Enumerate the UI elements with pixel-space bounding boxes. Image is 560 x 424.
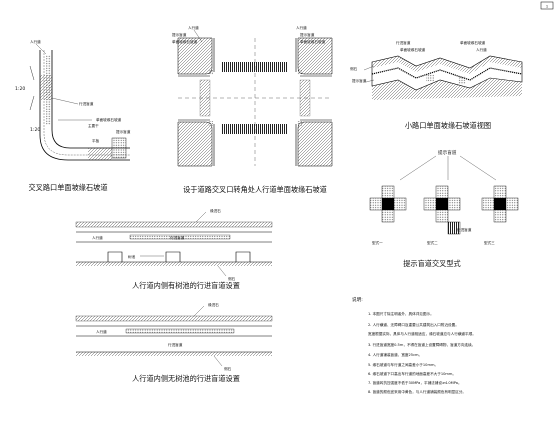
junction-type-1 — [369, 185, 407, 223]
note-item: 4. 人行道铺装盲道，宽度25cm。 — [368, 352, 422, 357]
small-label-warning: 提示盲道 — [352, 78, 367, 83]
with-trees-title: 人行道内侧有树池的行进盲道设置 — [132, 281, 240, 290]
small-crossing-tactile-line — [371, 67, 523, 81]
small-label-tactile: 行进盲道 — [396, 40, 411, 45]
with-trees-label-pit: 树池 — [128, 254, 136, 259]
with-trees-label-curb-bottom: 侧石 — [228, 276, 236, 281]
zebra-crossing-left — [199, 79, 211, 117]
note-item: 7. 盲道砖抗压强度不低于30MPa，平铺法铺设≥4.0MPa。 — [368, 380, 462, 385]
corner-ramp-title: 交叉路口单面坡缘石坡道 — [28, 183, 107, 192]
corner-ramp-drawing: 1:20 1:20 人行道 行进盲道 单面坡缘石坡道 主要干 平板 提示盲道 交… — [15, 39, 131, 192]
small-crossing-title: 小路口单面坡缘石坡道视图 — [405, 121, 491, 130]
without-trees-label-curb-top: 缘进石 — [208, 302, 219, 307]
without-trees-title: 人行道内侧无树池的行进盲道设置 — [132, 374, 240, 383]
zebra-crossing-bottom — [222, 124, 288, 134]
notes-block: 说明: 1. 本图尺寸除注明者外，具体详见图示。 2. 人行横道、无障碍口及重要… — [352, 296, 476, 394]
junction-type-3 — [481, 185, 519, 223]
junction-top-label: 提示盲道 — [438, 149, 457, 156]
slope-right: 1:20 — [30, 127, 40, 133]
junction-type-2 — [423, 185, 461, 235]
small-label-ramp: 单面坡缘石坡道 — [400, 47, 426, 52]
junction-type-3-label: 型式三 — [484, 240, 495, 245]
note-item: 宽度根据实际，具体与人行道相适应，缘石坡道应与人行横道平顺。 — [368, 331, 476, 336]
corner-label-sidewalk: 人行道 — [30, 39, 41, 44]
inter-label-ramp-2: 单面坡缘石坡道 — [300, 39, 326, 44]
tree-pit-2 — [165, 251, 181, 262]
inter-label-ramp-1: 单面坡缘石坡道 — [172, 39, 198, 44]
corner-label-tactile: 行进盲道 — [79, 101, 94, 106]
note-item: 3. 行进盲道宽度0.5m，不得在盲道上设置障碍物，盲道方向连续。 — [368, 342, 475, 347]
small-label-ramp-2: 单面坡缘石坡道 — [460, 40, 486, 45]
corner-label-ramp-warning: 单面坡缘石坡道 — [96, 117, 122, 122]
with-trees-drawing: 缘进石 人行道 行进盲道 树池 侧石 人行道内侧有树池的行进盲道设置 — [75, 208, 273, 290]
small-crossing-drawing: 行进盲道 单面坡缘石坡道 单面坡缘石坡道 人行道 侧石 提示盲道 小路口单面坡缘… — [350, 40, 523, 130]
note-item: 2. 人行横道、无障碍口及重要公共建筑出入口附近设置。 — [368, 322, 459, 327]
with-trees-label-tactile: 行进盲道 — [170, 235, 185, 240]
junction-type-1-label: 型式一 — [372, 240, 383, 245]
note-item: 1. 本图尺寸除注明者外，具体详见图示。 — [368, 311, 434, 316]
zebra-crossing-top — [222, 62, 288, 72]
corner-warning-block — [111, 137, 127, 159]
without-trees-tactile-strip — [125, 328, 235, 334]
tactile-junction-drawing: 提示盲道 行进盲道 型式一 型式二 型式三 提示盲道交叉型式 — [369, 149, 519, 268]
without-trees-drawing: 缘进石 人行道 行进盲道 侧石 人行道内侧无树池的行进盲道设置 — [75, 302, 273, 383]
without-trees-label-tactile: 行进盲道 — [168, 342, 183, 347]
slope-left: 1:20 — [15, 86, 25, 92]
corner-label-main-road: 主要干 — [88, 123, 99, 128]
junction-mid-label: 行进盲道 — [457, 227, 472, 232]
notes-heading: 说明: — [352, 296, 363, 303]
corner-label-warning: 提示盲道 — [116, 129, 131, 134]
page-marker-text: 1 — [546, 5, 548, 9]
tree-pit-3 — [235, 251, 251, 262]
corner-label-plank: 平板 — [92, 138, 100, 143]
with-trees-label-sidewalk: 人行道 — [92, 235, 103, 240]
tree-pit-1 — [107, 251, 123, 262]
page-marker: 1 — [540, 1, 554, 10]
without-trees-label-curb-bottom: 侧石 — [224, 366, 232, 371]
with-trees-tactile-strip — [129, 234, 231, 240]
zebra-crossing-right — [299, 79, 311, 117]
tactile-junction-title: 提示盲道交叉型式 — [403, 259, 461, 268]
inter-label-warning-1: 提示盲道 — [172, 32, 187, 37]
small-label-sidewalk: 人行道 — [476, 47, 487, 52]
intersection-drawing: 人行道 提示盲道 单面坡缘石坡道 人行道 提示盲道 单面坡缘石坡道 设于道路交叉… — [172, 25, 333, 194]
note-item: 8. 盲道的颜色宜采用中黄色，与人行道铺装颜色有明显区分。 — [368, 389, 466, 394]
junction-type-2-label: 型式二 — [427, 240, 438, 245]
inter-label-sidewalk-1: 人行道 — [188, 25, 199, 30]
small-label-curb: 侧石 — [350, 66, 358, 71]
inter-label-warning-2: 提示盲道 — [300, 32, 315, 37]
inter-label-sidewalk-2: 人行道 — [296, 25, 307, 30]
intersection-title: 设于道路交叉口转角处人行道单面坡缘石坡道 — [183, 185, 327, 194]
without-trees-label-sidewalk: 人行道 — [96, 329, 107, 334]
note-item: 6. 缘石坡道下口高出车行道的地面高差不大于10mm。 — [368, 371, 456, 376]
with-trees-label-curb-top: 缘进石 — [210, 208, 221, 213]
note-item: 5. 缘石坡道与车行道之间高差小于10mm。 — [368, 362, 438, 367]
